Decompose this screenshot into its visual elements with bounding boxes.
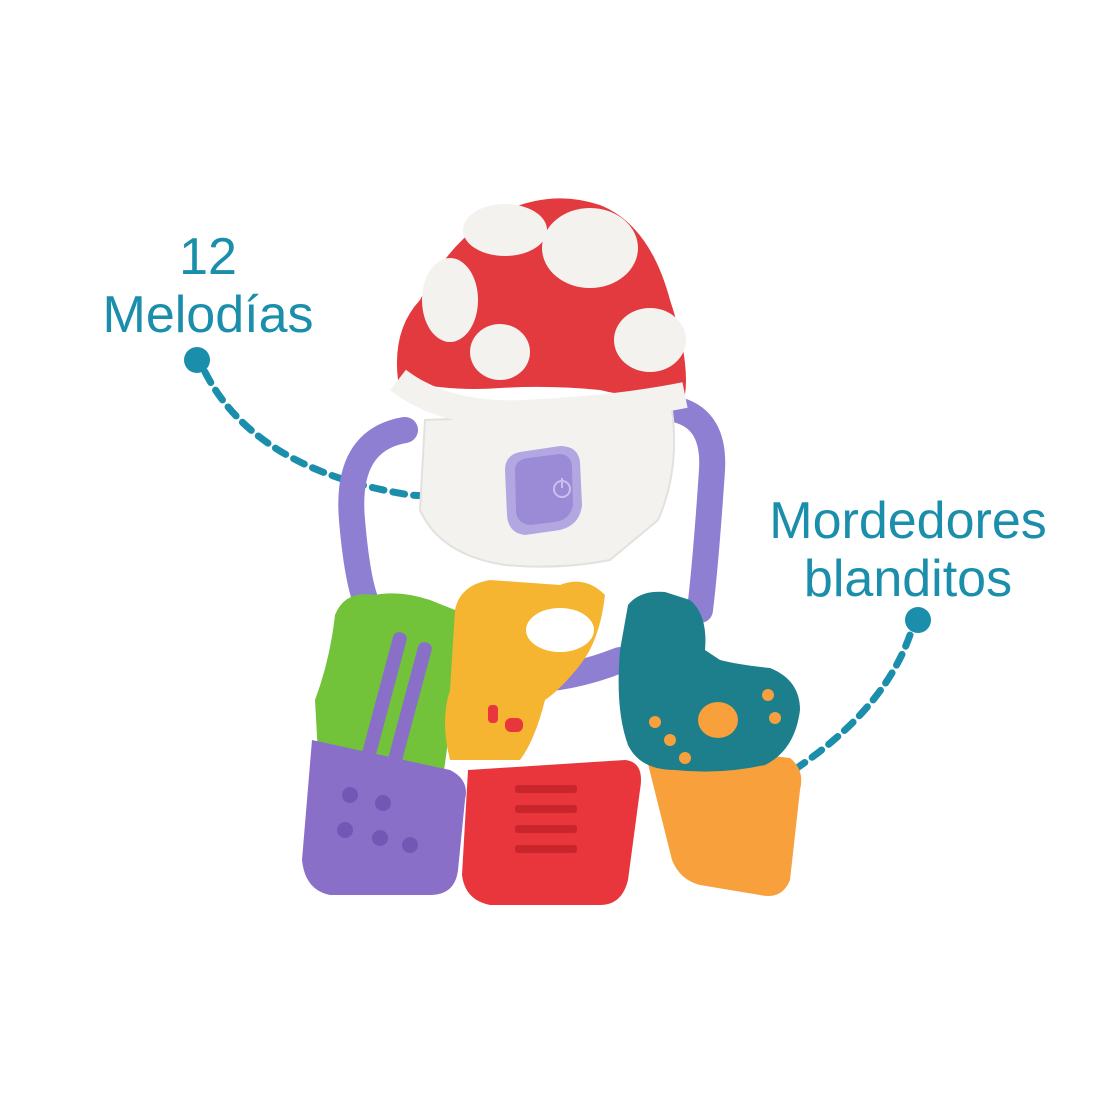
power-icon[interactable] [553, 478, 571, 498]
key-green-purple [302, 593, 466, 895]
callout-melodies-text: Melodías [102, 286, 314, 344]
callout-melodies: 12 Melodías [92, 228, 324, 344]
mushroom-house [390, 198, 688, 568]
callout-teethers: Mordedores blanditos [752, 492, 1064, 608]
key-yellow-red [445, 580, 641, 905]
key-teal-orange [618, 591, 802, 896]
callout-teethers-line2: blanditos [803, 550, 1013, 608]
callout-melodies-number: 12 [179, 228, 237, 286]
callout-teethers-line1: Mordedores [769, 492, 1047, 550]
